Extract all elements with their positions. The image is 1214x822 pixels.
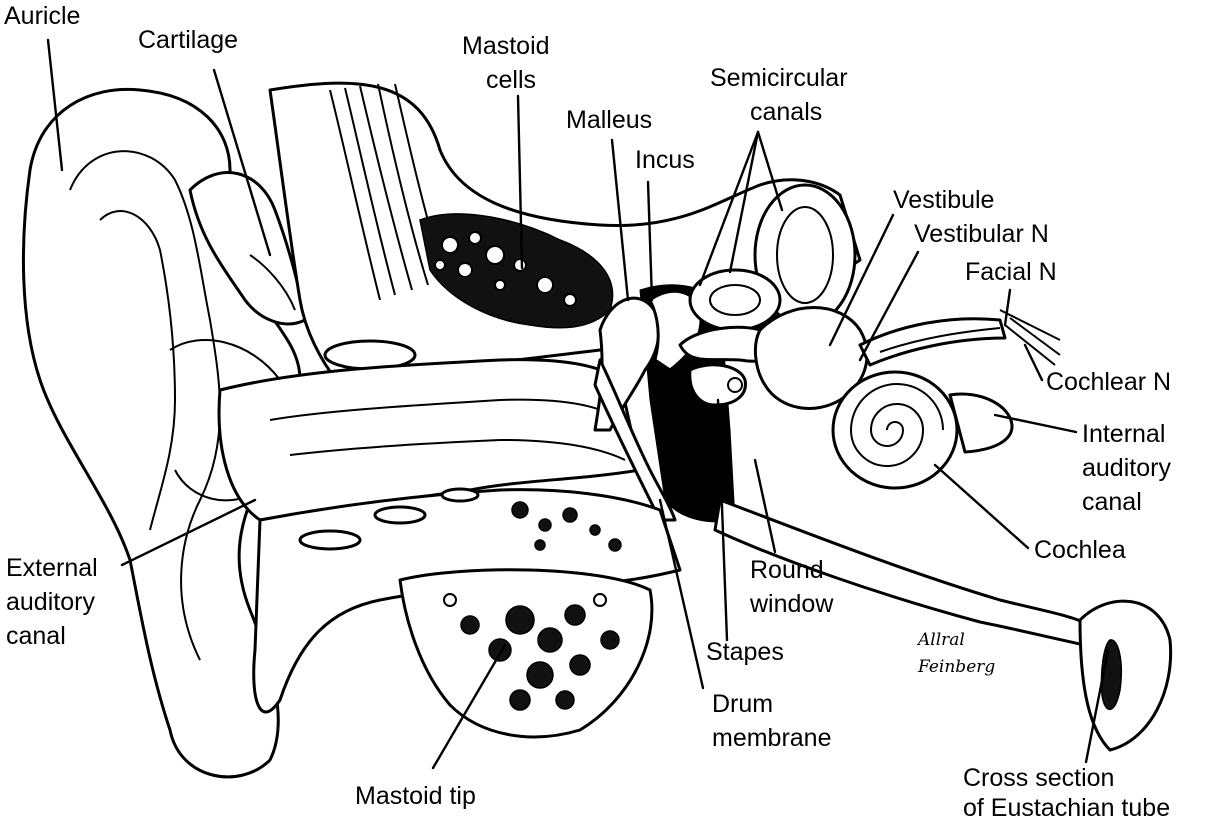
nerve-bundle — [858, 309, 1061, 367]
leader-eustachian — [1084, 648, 1110, 764]
artist-signature-line2: Feinberg — [917, 657, 995, 677]
eustachian-cross-section — [1078, 599, 1173, 752]
label-mastoid-cells-line2: cells — [486, 66, 536, 94]
label-facial-n: Facial N — [965, 258, 1057, 286]
label-cochlear-n: Cochlear N — [1046, 368, 1171, 396]
bone-stria-4 — [377, 83, 429, 286]
ear-illustration — [21, 81, 1173, 779]
leader-semicircular-3 — [756, 130, 784, 212]
leader-external-canal — [120, 498, 257, 567]
label-drum-line2: membrane — [712, 724, 832, 752]
leader-incus — [646, 180, 654, 302]
leader-auricle — [46, 38, 64, 172]
leader-lines — [46, 38, 1110, 770]
label-vestibule: Vestibule — [893, 186, 994, 214]
internal-auditory-canal-shape — [948, 392, 1014, 454]
leader-drum-membrane — [658, 498, 705, 690]
label-mastoid-tip: Mastoid tip — [355, 782, 476, 810]
label-external-line3: canal — [6, 622, 66, 650]
leader-stapes — [716, 398, 729, 642]
bone-stria-2 — [344, 87, 396, 296]
canal-fold-1 — [269, 398, 621, 421]
lower-oval-1 — [298, 529, 362, 551]
leader-cartilage — [212, 68, 272, 257]
label-cochlea: Cochlea — [1034, 536, 1126, 564]
leader-round-window — [753, 458, 777, 554]
leader-mastoid-tip — [431, 643, 507, 770]
eustachian-lumen — [1100, 639, 1122, 711]
label-vestibular-n: Vestibular N — [914, 220, 1049, 248]
leader-vestibular-n — [858, 250, 920, 362]
cochlea-shape — [831, 370, 959, 490]
label-eustachian-line1: Cross section — [963, 764, 1114, 792]
artist-signature-line1: Allral — [916, 630, 965, 650]
label-internal-line3: canal — [1082, 488, 1142, 516]
leader-malleus — [610, 138, 630, 302]
label-internal-line1: Internal — [1082, 420, 1165, 448]
label-malleus: Malleus — [566, 106, 652, 134]
lower-oval-2 — [373, 505, 427, 525]
label-drum-line1: Drum — [712, 690, 773, 718]
canal-fold-2 — [289, 438, 626, 461]
label-round-window-line1: Round — [750, 556, 824, 584]
label-eustachian-line2: of Eustachian tube — [963, 794, 1170, 822]
antihelix-fold — [99, 210, 177, 531]
mastoid-cells-cluster — [419, 213, 614, 329]
mastoid-tip-shape — [398, 568, 654, 739]
leader-vestibule — [828, 213, 895, 347]
label-semicircular-line2: canals — [750, 98, 822, 126]
drum-membrane-shape — [593, 358, 677, 522]
bone-stria-3 — [359, 85, 413, 291]
lower-oval-3 — [440, 487, 480, 503]
diagram-labels: Auricle Cartilage Mastoid cells Malleus … — [4, 2, 1171, 822]
label-external-line2: auditory — [6, 588, 95, 616]
label-cartilage: Cartilage — [138, 26, 238, 54]
semicircular-canals-shape — [678, 183, 857, 363]
label-semicircular-line1: Semicircular — [710, 64, 848, 92]
cartilage-band — [249, 254, 296, 311]
leader-mastoid-cells — [516, 94, 524, 270]
label-internal-line2: auditory — [1082, 454, 1171, 482]
stapes-shape — [688, 363, 747, 407]
label-external-line1: External — [6, 554, 98, 582]
leader-cochlear-n — [1023, 343, 1044, 382]
label-stapes: Stapes — [706, 638, 784, 666]
label-incus: Incus — [635, 146, 695, 174]
bone-stria-1 — [329, 89, 381, 301]
label-auricle: Auricle — [4, 2, 80, 30]
helix-fold — [69, 150, 221, 661]
leader-cochlea — [933, 463, 1030, 550]
mastoid-tip-cells — [443, 593, 620, 711]
label-mastoid-cells-line1: Mastoid — [462, 32, 550, 60]
leader-semicircular-2 — [728, 130, 760, 274]
stapes-foot — [727, 377, 743, 393]
lower-mastoid-cells — [511, 501, 622, 552]
leader-semicircular-1 — [698, 130, 760, 287]
leader-internal-canal — [993, 413, 1078, 434]
label-round-window-line2: window — [749, 590, 834, 618]
leader-facial-n — [1003, 288, 1012, 327]
